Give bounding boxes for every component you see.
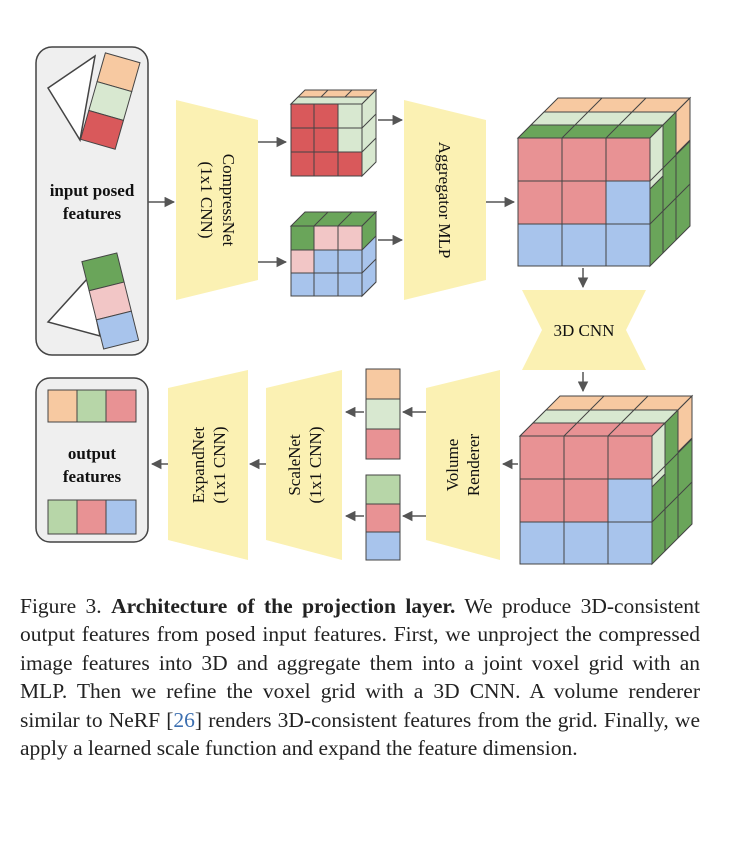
input-feature-strip-2	[81, 252, 140, 350]
unprojected-volume-1	[289, 88, 378, 178]
caption-body-1: We produce 3D-consistent output features…	[20, 594, 700, 732]
camera-frustum-icon	[46, 54, 97, 143]
expandnet-block: ExpandNet (1x1 CNN)	[168, 370, 248, 560]
cnn3d-block: 3D CNN	[522, 290, 646, 370]
caption-title: Architecture of the projection layer.	[111, 594, 456, 618]
output-label-line2: features	[63, 467, 122, 486]
volume-renderer-block: Volume Renderer	[426, 370, 500, 560]
refined-voxel-grid	[518, 394, 694, 566]
architecture-diagram: input posed features CompressNet (1x1 CN…	[35, 46, 694, 566]
rendered-feature-strip-1	[365, 368, 401, 460]
caption-prefix: Figure 3.	[20, 594, 112, 618]
citation-link[interactable]: 26	[173, 707, 195, 732]
rendered-feature-strip-2	[365, 474, 401, 561]
volume-renderer-sublabel: Renderer	[464, 434, 483, 497]
scalenet-block: ScaleNet (1x1 CNN)	[266, 370, 342, 560]
figure-caption: Figure 3. Architecture of the projection…	[20, 592, 700, 762]
cnn3d-label: 3D CNN	[554, 321, 615, 340]
input-label-line2: features	[63, 204, 122, 223]
input-feature-strip-1	[79, 52, 141, 150]
scalenet-sublabel: (1x1 CNN)	[306, 427, 325, 504]
output-label-line1: output	[68, 444, 117, 463]
scalenet-label: ScaleNet	[285, 434, 304, 496]
caption-body-2: ] renders 3D-consistent features from th…	[20, 707, 700, 761]
unprojected-volume-2	[289, 210, 378, 298]
aggregated-voxel-grid	[516, 96, 692, 268]
compressnet-block: CompressNet (1x1 CNN)	[176, 100, 258, 300]
compressnet-sublabel: (1x1 CNN)	[197, 162, 216, 239]
expandnet-label: ExpandNet	[189, 426, 208, 503]
output-features-panel: output features	[35, 377, 149, 543]
output-feature-row-1	[47, 389, 137, 423]
compressnet-label: CompressNet	[219, 154, 238, 247]
output-feature-row-2	[47, 499, 137, 535]
input-label-line1: input posed	[50, 181, 135, 200]
aggregator-mlp-block: Aggregator MLP	[404, 100, 486, 300]
input-features-panel: input posed features	[35, 46, 149, 356]
volume-renderer-label: Volume	[443, 439, 462, 492]
expandnet-sublabel: (1x1 CNN)	[210, 427, 229, 504]
aggregator-label: Aggregator MLP	[435, 142, 454, 259]
